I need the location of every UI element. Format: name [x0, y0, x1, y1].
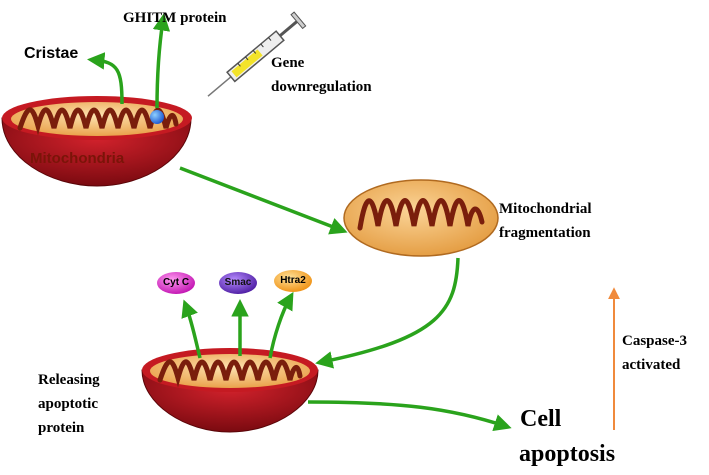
mitochondrion-bottom: [141, 348, 319, 433]
mitochondrion-fragmented: [343, 179, 499, 257]
releasing-label-line2: apoptotic: [38, 396, 98, 412]
arrow-to-fragmentation: [179, 166, 348, 235]
arrow-to-ghitm: [152, 13, 171, 109]
htra2-label: Htra2: [280, 275, 306, 286]
green-arrows: [87, 13, 512, 432]
gene-label-line2: downregulation: [271, 79, 372, 95]
caspase-label-line2: activated: [622, 357, 681, 373]
cytc-label: Cyt C: [162, 277, 190, 288]
smac-label: Smac: [224, 277, 252, 288]
releasing-label-line3: protein: [38, 420, 85, 436]
mitochondrion-top: [1, 96, 192, 187]
ghitm-protein-dot: [150, 110, 164, 124]
arrow-to-releasing: [315, 257, 460, 369]
arrow-to-htra2: [268, 291, 294, 359]
ghitm-label: GHITM protein: [123, 10, 227, 26]
htra2-pill: [274, 270, 312, 292]
smac-pill: [219, 272, 257, 294]
mitochondria-label: Mitochondria: [30, 150, 125, 167]
arrow-to-apoptosis: [307, 400, 512, 432]
arrow-to-cytc: [181, 299, 202, 359]
syringe-icon: [207, 11, 307, 97]
cristae-label: Cristae: [24, 45, 79, 62]
cell-apoptosis-line2: apoptosis: [519, 441, 616, 467]
caspase-label-line1: Caspase-3: [622, 333, 688, 349]
arrow-to-cristae: [87, 52, 124, 105]
releasing-label-line1: Releasing: [38, 372, 100, 388]
fragmentation-label-line2: fragmentation: [499, 225, 591, 241]
fragmentation-label-line1: Mitochondrial: [499, 201, 592, 217]
gene-label-line1: Gene: [271, 55, 305, 71]
cell-apoptosis-line1: Cell: [520, 406, 562, 432]
cytc-pill: [157, 272, 195, 294]
